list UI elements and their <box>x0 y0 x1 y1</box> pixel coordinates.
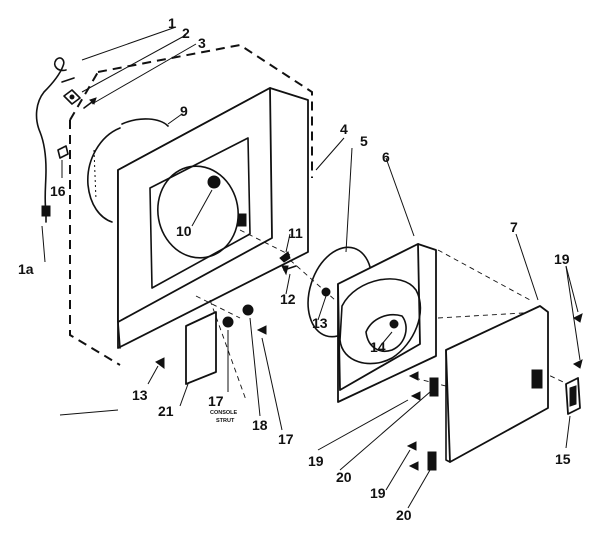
callout-labels: 1 2 3 1a 4 5 6 7 9 10 11 12 13 14 15 16 … <box>18 15 571 523</box>
callout-20b: 20 <box>396 507 412 523</box>
nut-part-17a <box>222 316 234 328</box>
callout-10: 10 <box>176 223 192 239</box>
seal-ring-part-9 <box>87 118 169 223</box>
door-inner-panel <box>337 243 437 403</box>
leader-lines <box>41 26 581 509</box>
callout-17b: 17 <box>278 431 294 447</box>
callout-1a: 1a <box>18 261 34 277</box>
screw-part-13a <box>155 357 165 369</box>
screw-part-12 <box>281 265 297 276</box>
latch-part-15 <box>565 377 581 415</box>
callout-5: 5 <box>360 133 368 149</box>
callout-17a: 17 <box>208 393 224 409</box>
screw-part-17b <box>256 325 267 335</box>
console-strut-note-line2: STRUT <box>216 418 235 424</box>
screw-part-19c <box>573 313 583 369</box>
front-panel <box>117 87 309 349</box>
callout-19c: 19 <box>554 251 570 267</box>
callout-20a: 20 <box>336 469 352 485</box>
callout-12: 12 <box>280 291 296 307</box>
callout-7: 7 <box>510 219 518 235</box>
bracket-part-2 <box>63 89 81 105</box>
cabinet-phantom-outline <box>69 43 313 366</box>
callout-4: 4 <box>340 121 348 137</box>
hinge-part-20a <box>429 377 439 397</box>
callout-16: 16 <box>50 183 66 199</box>
callout-9: 9 <box>180 103 188 119</box>
callout-6: 6 <box>382 149 390 165</box>
bracket-part-21 <box>185 311 217 385</box>
callout-11: 11 <box>288 225 303 241</box>
console-strut-note-line1: CONSOLE <box>210 410 238 416</box>
callout-3: 3 <box>198 35 206 51</box>
screw-part-11 <box>279 251 291 263</box>
outer-door-panel <box>445 305 549 463</box>
grommet-part-18 <box>242 304 254 316</box>
callout-2: 2 <box>182 25 190 41</box>
power-cord <box>35 57 75 223</box>
callout-13a: 13 <box>132 387 148 403</box>
screw-part-19b <box>406 441 419 471</box>
callout-19a: 19 <box>308 453 324 469</box>
hinge-part-20b <box>427 451 437 471</box>
callout-18: 18 <box>252 417 268 433</box>
clip-part-16 <box>57 145 69 159</box>
screw-part-19a <box>408 371 421 401</box>
callout-1: 1 <box>168 15 176 31</box>
callout-15: 15 <box>555 451 571 467</box>
callout-21: 21 <box>158 403 174 419</box>
callout-19b: 19 <box>370 485 386 501</box>
callout-13b: 13 <box>312 315 328 331</box>
callout-14: 14 <box>370 339 386 355</box>
